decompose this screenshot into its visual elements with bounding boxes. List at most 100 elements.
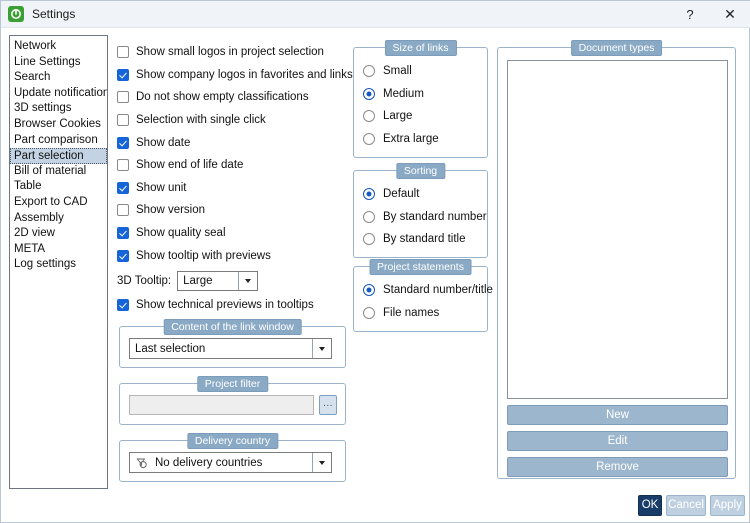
checkbox-label-tooltip-previews: Show tooltip with previews (136, 249, 271, 262)
part-selection-options: Show small logos in project selection Sh… (117, 41, 353, 317)
chevron-down-icon[interactable] (312, 339, 331, 358)
sidebar-item-update-notification[interactable]: Update notification (14, 86, 108, 99)
edit-document-type-button[interactable]: Edit (507, 431, 728, 451)
checkbox-single-click[interactable] (117, 114, 129, 127)
radio-size-small[interactable] (363, 65, 375, 78)
radio-row-sorting-standard-title[interactable]: By standard title (363, 228, 487, 251)
radio-row-sorting-default[interactable]: Default (363, 183, 487, 206)
settings-app-icon (8, 6, 24, 22)
new-document-type-button[interactable]: New (507, 405, 728, 425)
checkbox-technical-previews[interactable] (117, 299, 129, 312)
help-icon[interactable]: ? (686, 6, 694, 22)
radio-label-sorting-standard-number: By standard number (383, 210, 487, 223)
checkbox-tooltip-previews[interactable] (117, 249, 129, 262)
sidebar-item-2d-view[interactable]: 2D view (14, 227, 55, 240)
checkbox-row-end-of-life-date[interactable]: Show end of life date (117, 154, 345, 177)
delivery-country-dropdown[interactable]: No delivery countries (129, 452, 332, 473)
sidebar-item-assembly[interactable]: Assembly (14, 211, 64, 224)
radio-row-size-small[interactable]: Small (363, 60, 487, 83)
checkbox-show-version[interactable] (117, 204, 129, 217)
ok-button[interactable]: OK (638, 495, 662, 516)
checkbox-row-tooltip-previews[interactable]: Show tooltip with previews (117, 244, 345, 267)
radio-row-standard-number-title[interactable]: Standard number/title (363, 279, 493, 302)
document-types-list[interactable] (507, 60, 728, 399)
checkbox-label-quality-seal: Show quality seal (136, 227, 226, 240)
project-filter-legend: Project filter (196, 376, 269, 392)
checkbox-label-company-logos: Show company logos in favorites and link… (136, 68, 353, 81)
radio-row-file-names[interactable]: File names (363, 302, 487, 325)
tooltip-size-dropdown[interactable]: Large (177, 270, 259, 291)
checkbox-row-single-click[interactable]: Selection with single click (117, 109, 345, 132)
tooltip-size-label: 3D Tooltip: (117, 274, 172, 287)
radio-label-size-large: Large (383, 110, 413, 123)
radio-label-standard-number-title: Standard number/title (383, 284, 493, 297)
checkbox-row-company-logos[interactable]: Show company logos in favorites and link… (117, 64, 353, 87)
checkbox-row-show-version[interactable]: Show version (117, 199, 345, 222)
radio-row-sorting-standard-number[interactable]: By standard number (363, 206, 487, 229)
sidebar-item-part-selection[interactable]: Part selection (10, 148, 107, 164)
checkbox-quality-seal[interactable] (117, 227, 129, 240)
sidebar-item-line-settings[interactable]: Line Settings (14, 55, 81, 68)
chevron-down-icon[interactable] (238, 271, 258, 290)
checkbox-row-quality-seal[interactable]: Show quality seal (117, 222, 345, 245)
settings-category-list[interactable]: Network Line Settings Search Update noti… (9, 35, 108, 489)
link-window-value: Last selection (135, 342, 206, 355)
radio-size-extra-large[interactable] (363, 132, 375, 145)
checkbox-row-technical-previews[interactable]: Show technical previews in tooltips (117, 294, 345, 317)
checkbox-show-unit[interactable] (117, 181, 129, 194)
window-title: Settings (32, 7, 76, 21)
cancel-button[interactable]: Cancel (666, 495, 706, 516)
apply-button[interactable]: Apply (710, 495, 745, 516)
link-window-legend: Content of the link window (163, 319, 302, 335)
radio-label-sorting-standard-title: By standard title (383, 233, 466, 246)
sidebar-item-export-to-cad[interactable]: Export to CAD (14, 195, 88, 208)
checkbox-row-small-logos[interactable]: Show small logos in project selection (117, 41, 345, 64)
delivery-country-group: Delivery country No delivery countries (119, 433, 346, 482)
checkbox-end-of-life-date[interactable] (117, 159, 129, 172)
size-of-links-legend: Size of links (384, 40, 457, 56)
sidebar-item-log-settings[interactable]: Log settings (14, 258, 77, 271)
sidebar-item-meta[interactable]: META (14, 242, 46, 255)
project-filter-browse-button[interactable]: ... (319, 395, 337, 415)
sidebar-item-3d-settings[interactable]: 3D settings (14, 102, 72, 115)
checkbox-company-logos[interactable] (117, 68, 129, 81)
sidebar-item-network[interactable]: Network (14, 40, 57, 52)
radio-size-large[interactable] (363, 110, 375, 123)
radio-file-names[interactable] (363, 306, 375, 319)
radio-sorting-default[interactable] (363, 188, 375, 201)
radio-label-file-names: File names (383, 306, 440, 319)
checkbox-row-show-date[interactable]: Show date (117, 131, 345, 154)
checkbox-row-empty-classifications[interactable]: Do not show empty classifications (117, 86, 345, 109)
remove-document-type-button[interactable]: Remove (507, 457, 728, 477)
radio-label-size-medium: Medium (383, 87, 424, 100)
checkbox-label-show-date: Show date (136, 136, 191, 149)
sidebar-item-part-comparison[interactable]: Part comparison (14, 133, 98, 146)
delivery-country-value: No delivery countries (155, 456, 263, 469)
chevron-down-icon[interactable] (312, 453, 331, 472)
delivery-country-legend: Delivery country (186, 433, 279, 449)
link-window-dropdown[interactable]: Last selection (129, 338, 332, 359)
checkbox-small-logos[interactable] (117, 46, 129, 59)
checkbox-label-show-version: Show version (136, 204, 206, 217)
sorting-legend: Sorting (395, 163, 446, 179)
sidebar-item-bill-of-material[interactable]: Bill of material (14, 164, 87, 177)
radio-label-size-extra-large: Extra large (383, 132, 439, 145)
radio-sorting-standard-title[interactable] (363, 233, 375, 246)
radio-size-medium[interactable] (363, 87, 375, 100)
sidebar-item-browser-cookies[interactable]: Browser Cookies (14, 117, 101, 130)
radio-sorting-standard-number[interactable] (363, 210, 375, 223)
sidebar-item-table[interactable]: Table (14, 180, 42, 193)
radio-standard-number-title[interactable] (363, 284, 375, 297)
close-icon[interactable]: ✕ (724, 5, 736, 22)
checkbox-empty-classifications[interactable] (117, 91, 129, 104)
radio-row-size-extra-large[interactable]: Extra large (363, 128, 487, 151)
title-bar-buttons: ? ✕ (671, 1, 750, 27)
radio-row-size-large[interactable]: Large (363, 105, 487, 128)
project-filter-input[interactable] (129, 395, 314, 415)
checkbox-row-show-unit[interactable]: Show unit (117, 177, 345, 200)
sidebar-item-search[interactable]: Search (14, 71, 51, 84)
radio-row-size-medium[interactable]: Medium (363, 83, 487, 106)
link-window-group: Content of the link window Last selectio… (119, 319, 346, 368)
checkbox-show-date[interactable] (117, 136, 129, 149)
